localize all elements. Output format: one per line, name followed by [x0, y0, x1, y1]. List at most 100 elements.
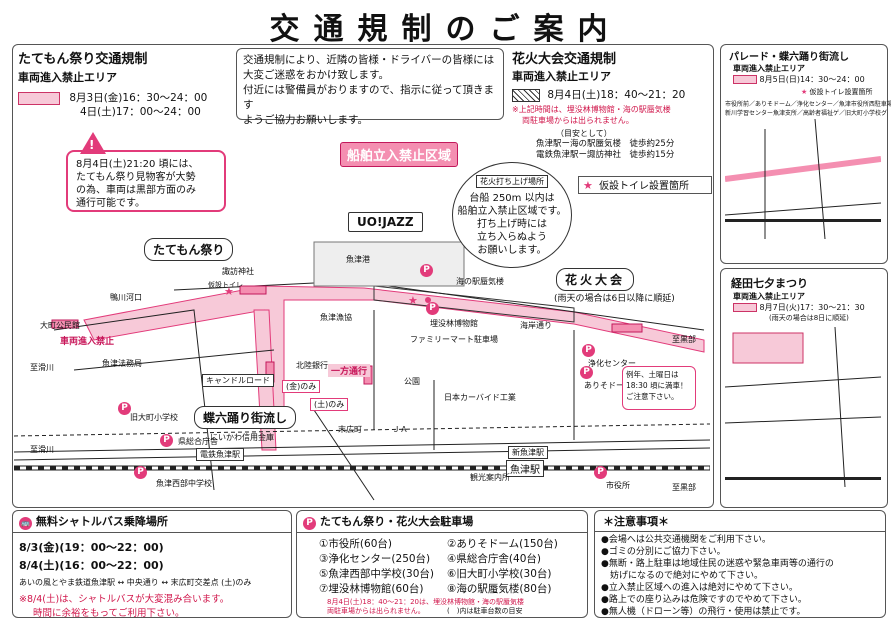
bus-icon: 🚌 — [19, 517, 32, 530]
walk-row-1: 魚津駅ー海の駅蜃気楼 徒歩約25分 — [536, 139, 675, 149]
bus-note-2: 時間に余裕をもってご利用下さい。 — [33, 608, 185, 619]
hosai-label: 魚津法務局 — [102, 359, 142, 368]
parking-icon-3: P — [582, 344, 595, 357]
uojazz-label: UO!JAZZ — [348, 212, 423, 232]
page-title: 交通規制のご案内 — [269, 12, 622, 47]
shiyakusho-label: 市役所 — [606, 481, 630, 490]
parking-icon-2: P — [580, 366, 593, 379]
tatemon-regulation-box: たてもん祭り交通規制 車両進入禁止エリア 8月3日(金)16：30～24：00 … — [18, 48, 230, 122]
notes-box: ＊注意事項＊ ●会場へは公共交通機関をご利用下さい。 ●ゴミの分別にご協力下さい… — [594, 510, 886, 618]
ippou-label: 一方通行 — [328, 364, 371, 377]
hanabi-heading: 花火大会交通規制 — [512, 52, 617, 67]
note-item: ●無人機（ドローン等）の飛行・使用は禁止です。 — [601, 607, 806, 617]
hanabi-area-label: 車両進入禁止エリア — [512, 70, 611, 83]
parade-star-icon: ★ — [801, 88, 808, 96]
maibotsu-label: 埋没林博物館 — [430, 319, 478, 328]
parking-heading-icon: P — [303, 517, 316, 530]
kurobe-label: 至黒部 — [672, 335, 696, 344]
warning-box: 8月4日(土)21:20 頃には、 たてもん祭り見物客が大勢 の為、車両は黒部方… — [66, 150, 226, 212]
parking-item-8: ⑧海の駅蜃気楼(80台) — [447, 583, 552, 595]
parade-parking-1: 市役所前／ありそドーム／浄化センター／魚津市役所西駐車場 — [725, 101, 891, 108]
hanabi-regulation-box: 花火大会交通規制 車両進入禁止エリア 8月4日(土)18：40～21：20 ※上… — [512, 48, 710, 125]
umi-eki-label: 海の駅蜃気楼 — [456, 277, 504, 286]
parking-note-2: 両駐車場からは出られません。 — [327, 607, 425, 615]
notice-line-3: 付近には警備員がおりますので、指示に従って頂きます — [243, 84, 495, 111]
kamoagawa-label: 鴨川河口 — [110, 293, 142, 302]
parking-note-3: ( )内は駐車台数の目安 — [447, 607, 523, 615]
family-label: ファミリーマート駐車場 — [410, 335, 498, 344]
parade-map — [724, 118, 882, 240]
parking-item-7: ⑦埋没林博物館(60台) — [319, 583, 424, 595]
note-item: ●ゴミの分別にご協力下さい。 — [601, 547, 726, 557]
notes-list: ●会場へは公共交通機関をご利用下さい。 ●ゴミの分別にご協力下さい。 ●無断・路… — [601, 534, 879, 618]
ariso-label: ありそドーム — [584, 381, 632, 390]
shaban-label: 車両進入禁止 — [60, 337, 115, 347]
hanabi-time: 8月4日(土)18：40～21：20 — [547, 89, 686, 101]
tatemon-time-1: 8月3日(金)16：30～24：00 — [69, 92, 208, 104]
gyoko-label: 魚津港 — [346, 255, 370, 264]
parking-icon-7: P — [426, 302, 439, 315]
walk-time-box: （目安として） 魚津駅ー海の駅蜃気楼 徒歩約25分 電鉄魚津駅ー諏訪神社 徒歩約… — [530, 126, 710, 164]
parade-box: パレード・蝶六踊り街流し 車両進入禁止エリア 8月5日(日)14：30～24：0… — [720, 44, 891, 264]
parade-area-label: 車両進入禁止エリア — [733, 64, 805, 73]
star-icon: ★ — [583, 179, 593, 192]
parking-item-4: ④県総合庁舎(40台) — [447, 553, 541, 565]
tanabata-swatch — [733, 303, 757, 312]
do-nomi-label: (土)のみ — [310, 398, 349, 411]
bus-row-1: 8/3(金)(19：00～22：00) — [19, 541, 164, 554]
tatekawa-label: 至滑川 — [30, 363, 54, 372]
tatemon-heading: たてもん祭り交通規制 — [18, 52, 148, 67]
svg-text:★: ★ — [408, 294, 418, 307]
parking-icon-6: P — [118, 402, 131, 415]
west-jhs-label: 魚津西部中学校 — [156, 479, 212, 488]
parking-box: P たてもん祭り・花火大会駐車場 ①市役所(60台) ③浄化センター(250台)… — [296, 510, 588, 618]
fireworks-line-2: 船舶立入禁止区域です。 — [457, 206, 567, 217]
parking-item-1: ①市役所(60台) — [319, 538, 392, 550]
kurobe2-label: 至黒部 — [672, 483, 696, 492]
svg-text:★: ★ — [224, 285, 234, 298]
toilet-map-label: 仮設トイレ — [208, 281, 243, 289]
tatemon-label: たてもん祭り — [144, 238, 234, 261]
toilet-legend-label: 仮設トイレ設置箇所 — [599, 181, 690, 192]
bus-heading: 🚌 無料シャトルバス乗降場所 — [19, 513, 285, 530]
jouka-label: 浄化センター — [588, 359, 636, 368]
walk-row-2: 電鉄魚津駅ー諏訪神社 徒歩約15分 — [536, 150, 675, 160]
tatemon-time-2: 4日(土)17：00～24：00 — [80, 106, 201, 118]
parking-notice-bubble: 例年、土曜日は 18:30 頃に満車！ ご注意下さい。 — [622, 366, 696, 410]
warning-line-1: 8月4日(土)21:20 頃には、 — [76, 159, 199, 170]
hanabi-rain-label: (雨天の場合は6日以降に順延) — [554, 294, 675, 304]
parking-item-2: ②ありそドーム(150台) — [447, 538, 558, 550]
warning-exclaim: ! — [89, 138, 95, 152]
parking-col-1: ①市役所(60台) ③浄化センター(250台) ⑤魚津西部中学校(30台) ⑦埋… — [319, 537, 434, 597]
pink-regulation-area — [83, 285, 705, 423]
dentetsu-label: 電鉄魚津駅 — [196, 448, 244, 461]
warning-line-3: の為、車両は黒部方面のみ — [76, 185, 196, 196]
suwa-label: 諏訪神社 — [222, 267, 254, 276]
parking-icon-1: P — [594, 466, 607, 479]
parking-heading: P たてもん祭り・花火大会駐車場 — [303, 513, 581, 530]
notice-bubble-3: ご注意下さい。 — [626, 392, 679, 401]
nitori-label: にいかわ信用金庫 — [210, 433, 274, 442]
hanabi-note-2: 両駐車場からは出られません。 — [522, 116, 634, 125]
koen-label: 公園 — [404, 377, 420, 386]
note-item: ●路上での座り込みは危険ですのでやめて下さい。 — [601, 595, 807, 605]
fireworks-line-4: 立ち入らぬよう — [477, 232, 547, 243]
kenso-label: 県総合庁舎 — [178, 437, 218, 446]
main-map: ★ ★ — [14, 241, 710, 501]
tatekawa2-label: 至滑川 — [30, 445, 54, 454]
note-item: ●立入禁止区域への進入は絶対にやめて下さい。 — [601, 583, 798, 593]
tatemon-area-label: 車両進入禁止エリア — [18, 71, 117, 84]
suehiro-label: 末広町 — [338, 425, 362, 434]
parking-item-5: ⑤魚津西部中学校(30台) — [319, 568, 434, 580]
hokuriku-bank-label: 北陸銀行 — [296, 361, 328, 370]
parade-parking-2: 新川学習センター魚津支所／高齢者福祉ゲ／旧大町小学校グ — [725, 110, 888, 117]
notes-heading: ＊注意事項＊ — [603, 515, 669, 528]
choroku-label: 蝶六踊り街流し — [194, 406, 297, 429]
tanabata-time: 8月7日(火)17：30～21：30 — [759, 303, 865, 312]
ja-label: ＪＡ — [392, 425, 408, 434]
parking-item-6: ⑥旧大町小学校(30台) — [447, 568, 552, 580]
nihon-carbide-label: 日本カーバイド工業 — [444, 393, 516, 402]
note-item: ●無断・路上駐車は地域住民の迷惑や緊急車両等の通行の — [601, 559, 834, 569]
hatch-zone-swatch — [512, 88, 540, 102]
parking-note-1: 8月4日(土)18：40～21：20は、埋没林博物館・海の駅蜃気楼 — [327, 598, 524, 606]
